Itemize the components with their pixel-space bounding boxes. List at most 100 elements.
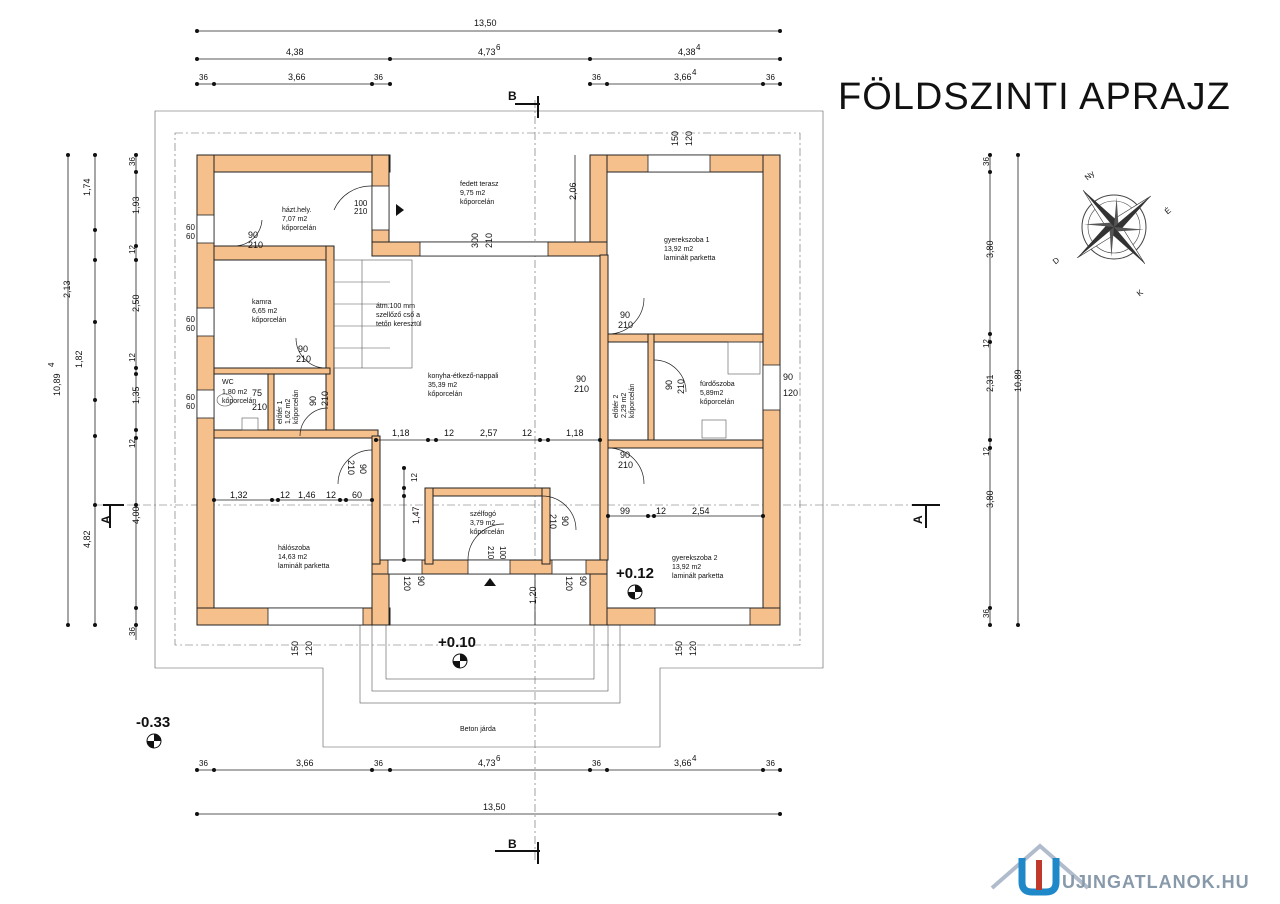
svg-text:kőporcelán: kőporcelán — [700, 399, 734, 406]
svg-text:120: 120 — [684, 131, 694, 146]
svg-text:60: 60 — [186, 315, 195, 324]
svg-text:1,18: 1,18 — [566, 428, 584, 438]
svg-text:1,80 m2: 1,80 m2 — [222, 389, 247, 396]
svg-text:konyha-étkező-nappali: konyha-étkező-nappali — [428, 373, 499, 380]
compass-rose: Ny É D K — [1051, 169, 1173, 298]
svg-text:12: 12 — [280, 490, 290, 500]
room-labels: házt.hely. 7,07 m2 kőporcelán fedett ter… — [222, 181, 735, 733]
svg-text:210: 210 — [676, 379, 686, 394]
svg-text:3,80: 3,80 — [985, 240, 995, 258]
compass-label-d: D — [1051, 255, 1061, 266]
svg-text:90: 90 — [620, 310, 630, 320]
svg-text:gyerekszoba 1: gyerekszoba 1 — [664, 237, 710, 244]
svg-text:90: 90 — [358, 464, 368, 474]
room-haloszoba: hálószoba 14,63 m2 laminált parketta — [278, 545, 329, 570]
svg-text:4: 4 — [692, 754, 697, 763]
svg-text:szélfogó: szélfogó — [470, 511, 496, 518]
svg-text:kamra: kamra — [252, 299, 272, 306]
dimensions-bottom: 36 3,66 36 4,73 6 36 3,66 4 36 13,50 — [195, 754, 782, 816]
svg-text:12: 12 — [128, 245, 137, 254]
room-wc: WC 1,80 m2 kőporcelán — [222, 379, 256, 405]
svg-text:12: 12 — [326, 490, 336, 500]
svg-text:120: 120 — [304, 641, 314, 656]
plan-title: FÖLDSZINTI APRAJZ — [838, 76, 1231, 118]
section-a-left: A — [99, 515, 113, 524]
svg-text:1,18: 1,18 — [392, 428, 410, 438]
dimensions-left: 10,89 4 1,74 2,13 1,82 4,82 36 1,93 12 2… — [47, 153, 195, 640]
svg-text:hálószoba: hálószoba — [278, 545, 310, 552]
svg-text:60: 60 — [186, 324, 195, 333]
svg-text:60: 60 — [186, 402, 195, 411]
svg-text:4: 4 — [47, 362, 56, 367]
svg-text:kőporcelán: kőporcelán — [282, 225, 316, 232]
svg-text:kőporcelán: kőporcelán — [428, 391, 462, 398]
bath-fixtures — [216, 341, 761, 439]
stairs — [333, 259, 413, 369]
level-markers: +0.12 +0.10 -0.33 — [136, 204, 654, 749]
svg-text:36: 36 — [128, 627, 137, 636]
section-b-top: B — [508, 89, 517, 103]
svg-text:1,74: 1,74 — [82, 178, 92, 196]
svg-text:átm.100 mm: átm.100 mm — [376, 303, 415, 310]
svg-text:120: 120 — [402, 576, 412, 591]
level-minus-033: -0.33 — [136, 714, 170, 731]
svg-text:laminált parketta: laminált parketta — [278, 563, 329, 570]
level-plus-012: +0.12 — [616, 565, 654, 582]
watermark-logo: UJINGATLANOK.HU — [990, 843, 1249, 896]
svg-text:210: 210 — [252, 402, 267, 412]
svg-text:90: 90 — [416, 576, 426, 586]
svg-text:210: 210 — [548, 514, 558, 529]
svg-text:4,73: 4,73 — [478, 47, 496, 57]
svg-text:12: 12 — [982, 339, 991, 348]
svg-text:210: 210 — [618, 460, 633, 470]
compass-label-k: K — [1135, 287, 1145, 298]
svg-text:210: 210 — [618, 320, 633, 330]
svg-text:3,66: 3,66 — [288, 72, 306, 82]
svg-text:36: 36 — [374, 73, 383, 82]
svg-text:3,80: 3,80 — [985, 490, 995, 508]
svg-text:100: 100 — [498, 546, 507, 560]
room-furdoszoba: fürdőszoba 5,89m2 kőporcelán — [700, 381, 735, 406]
svg-text:1,82: 1,82 — [74, 350, 84, 368]
dimensions-right: 36 3,80 12 2,31 12 3,80 36 10,89 — [982, 153, 1023, 627]
svg-text:2,13: 2,13 — [62, 280, 72, 298]
svg-text:1,32: 1,32 — [230, 490, 248, 500]
svg-text:36: 36 — [982, 609, 991, 618]
svg-text:36: 36 — [592, 73, 601, 82]
svg-text:4,73: 4,73 — [478, 758, 496, 768]
svg-text:36: 36 — [199, 73, 208, 82]
svg-text:6,65 m2: 6,65 m2 — [252, 308, 277, 315]
svg-text:99: 99 — [620, 506, 630, 516]
svg-text:3,66: 3,66 — [674, 758, 692, 768]
svg-text:5,89m2: 5,89m2 — [700, 390, 723, 397]
svg-text:90: 90 — [298, 344, 308, 354]
entrance-arrow-icon — [484, 578, 496, 586]
room-kamra: kamra 6,65 m2 kőporcelán — [252, 299, 286, 324]
svg-text:WC: WC — [222, 379, 234, 386]
concrete-walkway-label: Beton járda — [460, 726, 496, 733]
svg-text:120: 120 — [564, 576, 574, 591]
svg-text:13,50: 13,50 — [474, 18, 497, 28]
svg-text:előtér 2: előtér 2 — [613, 395, 620, 418]
svg-text:36: 36 — [199, 759, 208, 768]
svg-text:14,63 m2: 14,63 m2 — [278, 554, 307, 561]
svg-text:1,93: 1,93 — [131, 196, 141, 214]
svg-text:210: 210 — [484, 233, 494, 248]
svg-text:kőporcelán: kőporcelán — [293, 390, 300, 424]
svg-text:7,07 m2: 7,07 m2 — [282, 216, 307, 223]
room-szelfogo: szélfogó 3,79 m2 kőporcelán — [470, 511, 504, 536]
svg-text:90: 90 — [783, 372, 793, 382]
svg-text:36: 36 — [766, 759, 775, 768]
svg-text:3,79 m2: 3,79 m2 — [470, 520, 495, 527]
room-konyha-etkezo-nappali: konyha-étkező-nappali 35,39 m2 kőporcelá… — [428, 373, 499, 398]
svg-text:1,47: 1,47 — [411, 506, 421, 524]
room-gyerekszoba-2: gyerekszoba 2 13,92 m2 laminált parketta — [672, 555, 723, 580]
plan-title-text: FÖLDSZINTI APRAJZ — [838, 76, 1231, 118]
svg-text:kőporcelán: kőporcelán — [629, 384, 636, 418]
terrace-arrow-icon — [396, 204, 404, 216]
svg-text:36: 36 — [128, 157, 137, 166]
svg-text:90: 90 — [620, 450, 630, 460]
svg-text:12: 12 — [656, 506, 666, 516]
svg-text:36: 36 — [982, 157, 991, 166]
